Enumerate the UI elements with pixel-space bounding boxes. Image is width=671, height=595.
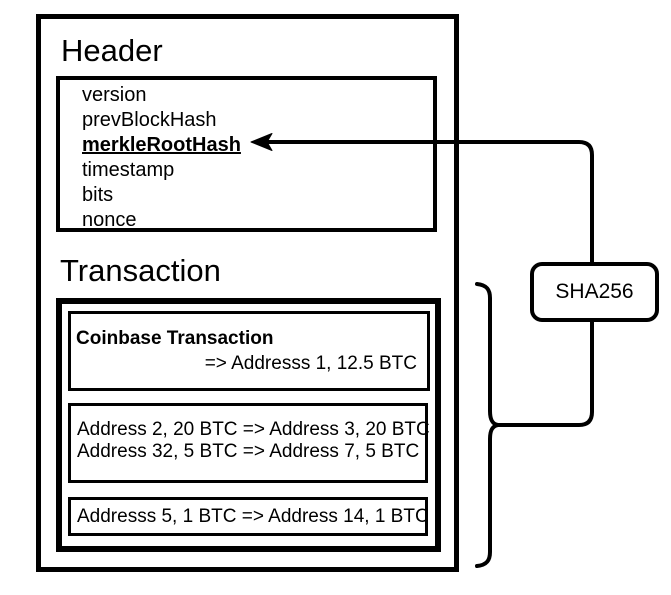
transaction-3-box: Addresss 5, 1 BTC => Address 14, 1 BTC (68, 497, 429, 536)
transaction-3-line-1: Addresss 5, 1 BTC => Address 14, 1 BTC (77, 505, 429, 527)
header-field-nonce: nonce (82, 209, 137, 231)
coinbase-output-text: => Addresss 1, 12.5 BTC (204, 353, 417, 374)
sha256-label: SHA256 (555, 280, 634, 303)
transaction-2-line-2: Address 32, 5 BTC => Address 7, 5 BTC (77, 440, 420, 462)
header-fields-box: version prevBlockHash merkleRootHash tim… (56, 76, 437, 232)
transaction-title: Transaction (60, 253, 221, 288)
header-field-bits: bits (82, 184, 114, 206)
header-title: Header (61, 33, 163, 68)
header-field-version: version (82, 84, 147, 106)
header-field-prevblockhash: prevBlockHash (82, 109, 217, 131)
coinbase-transaction-box: Coinbase Transaction => Addresss 1, 12.5… (68, 311, 430, 391)
transaction-group-brace (475, 282, 500, 568)
transaction-2-line-1: Address 2, 20 BTC => Address 3, 20 BTC (77, 419, 430, 440)
header-field-timestamp: timestamp (82, 159, 175, 181)
header-field-merkleroothash: merkleRootHash (82, 134, 241, 156)
coinbase-transaction-label: Coinbase Transaction (76, 328, 274, 349)
transaction-2-box: Address 2, 20 BTC => Address 3, 20 BTC A… (68, 403, 430, 483)
sha256-box: SHA256 (530, 262, 659, 322)
